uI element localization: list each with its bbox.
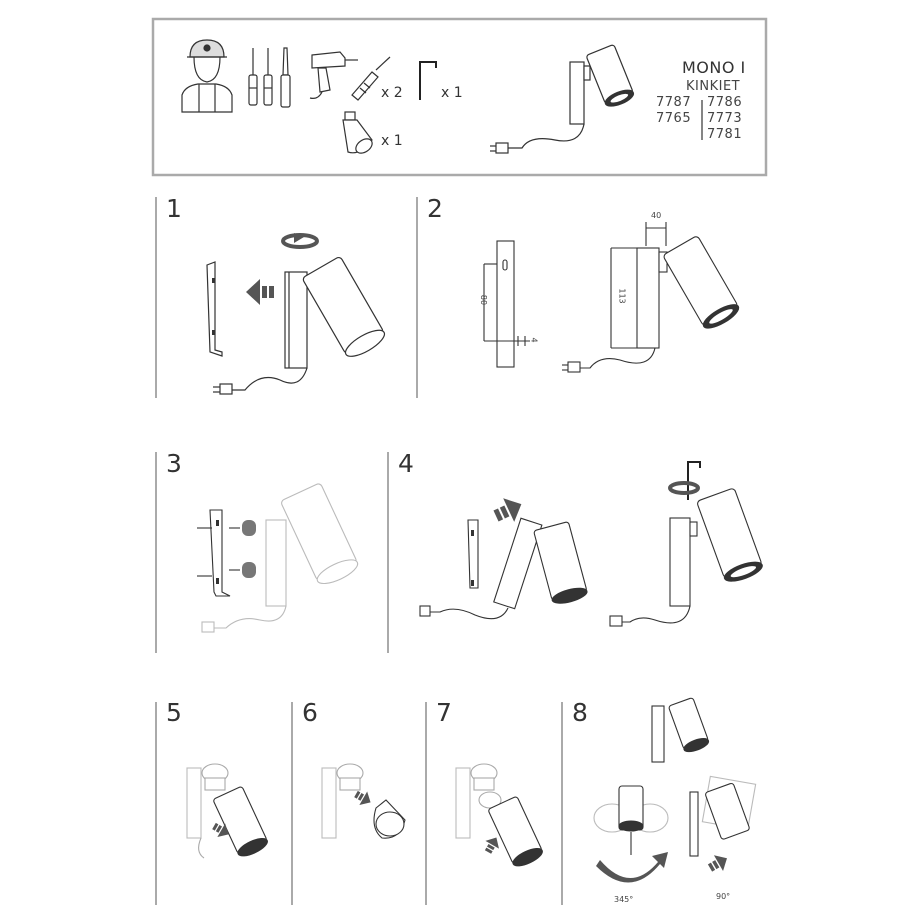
bulb-icon: [342, 111, 373, 154]
step-8-diagram: [593, 697, 757, 857]
step-4-rotate-arrows: [490, 481, 700, 528]
step-number-3: 3: [166, 449, 182, 478]
anchor-quantity: x 2: [381, 85, 403, 101]
drill-icon: [309, 51, 358, 99]
step-number-1: 1: [166, 194, 182, 223]
product-type: KINKIET: [686, 79, 741, 94]
dimension-40: 40: [651, 211, 662, 220]
product-name: MONO I: [682, 58, 746, 77]
step-5-diagram: [186, 763, 268, 859]
step-number-6: 6: [302, 698, 318, 727]
product-code-right-1: 7786: [707, 95, 743, 110]
screwdriver-set-icon: [248, 47, 291, 108]
wall-lamp-icon: [490, 44, 635, 154]
step-3-fixing-arrows: [242, 520, 256, 578]
step-3-diagram: [197, 483, 359, 633]
step-number-7: 7: [436, 698, 452, 727]
angle-90: 90°: [716, 892, 731, 901]
step-number-8: 8: [572, 698, 588, 727]
step-1-diagram: [206, 256, 386, 395]
header-frame: [151, 17, 768, 177]
step-2-diagram: [483, 222, 740, 373]
hexkey-quantity: x 1: [441, 85, 463, 101]
dimension-113: 113: [617, 288, 627, 304]
product-code-left-1: 7787: [656, 95, 692, 110]
panel-separators: [155, 197, 563, 905]
step-1-rotate-arrow: [281, 233, 319, 249]
product-code-right-2: 7773: [707, 111, 743, 126]
step-number-5: 5: [166, 698, 182, 727]
step-8-rotation-arrows: [596, 850, 732, 883]
bulb-quantity: x 1: [381, 133, 403, 149]
dimension-4: 4: [529, 337, 539, 343]
hex-key-icon: [419, 61, 437, 100]
angle-345: 345°: [614, 895, 634, 904]
step-4-diagram: [419, 461, 763, 627]
dimension-80: 80: [479, 294, 489, 306]
step-number-4: 4: [398, 449, 414, 478]
product-code-right-3: 7781: [707, 127, 743, 142]
step-7-diagram: [455, 763, 543, 867]
step-number-2: 2: [427, 194, 443, 223]
installer-icon: [181, 39, 233, 113]
wall-anchor-icon: [351, 56, 391, 101]
step-6-diagram: [321, 763, 406, 839]
product-code-left-2: 7765: [656, 111, 692, 126]
